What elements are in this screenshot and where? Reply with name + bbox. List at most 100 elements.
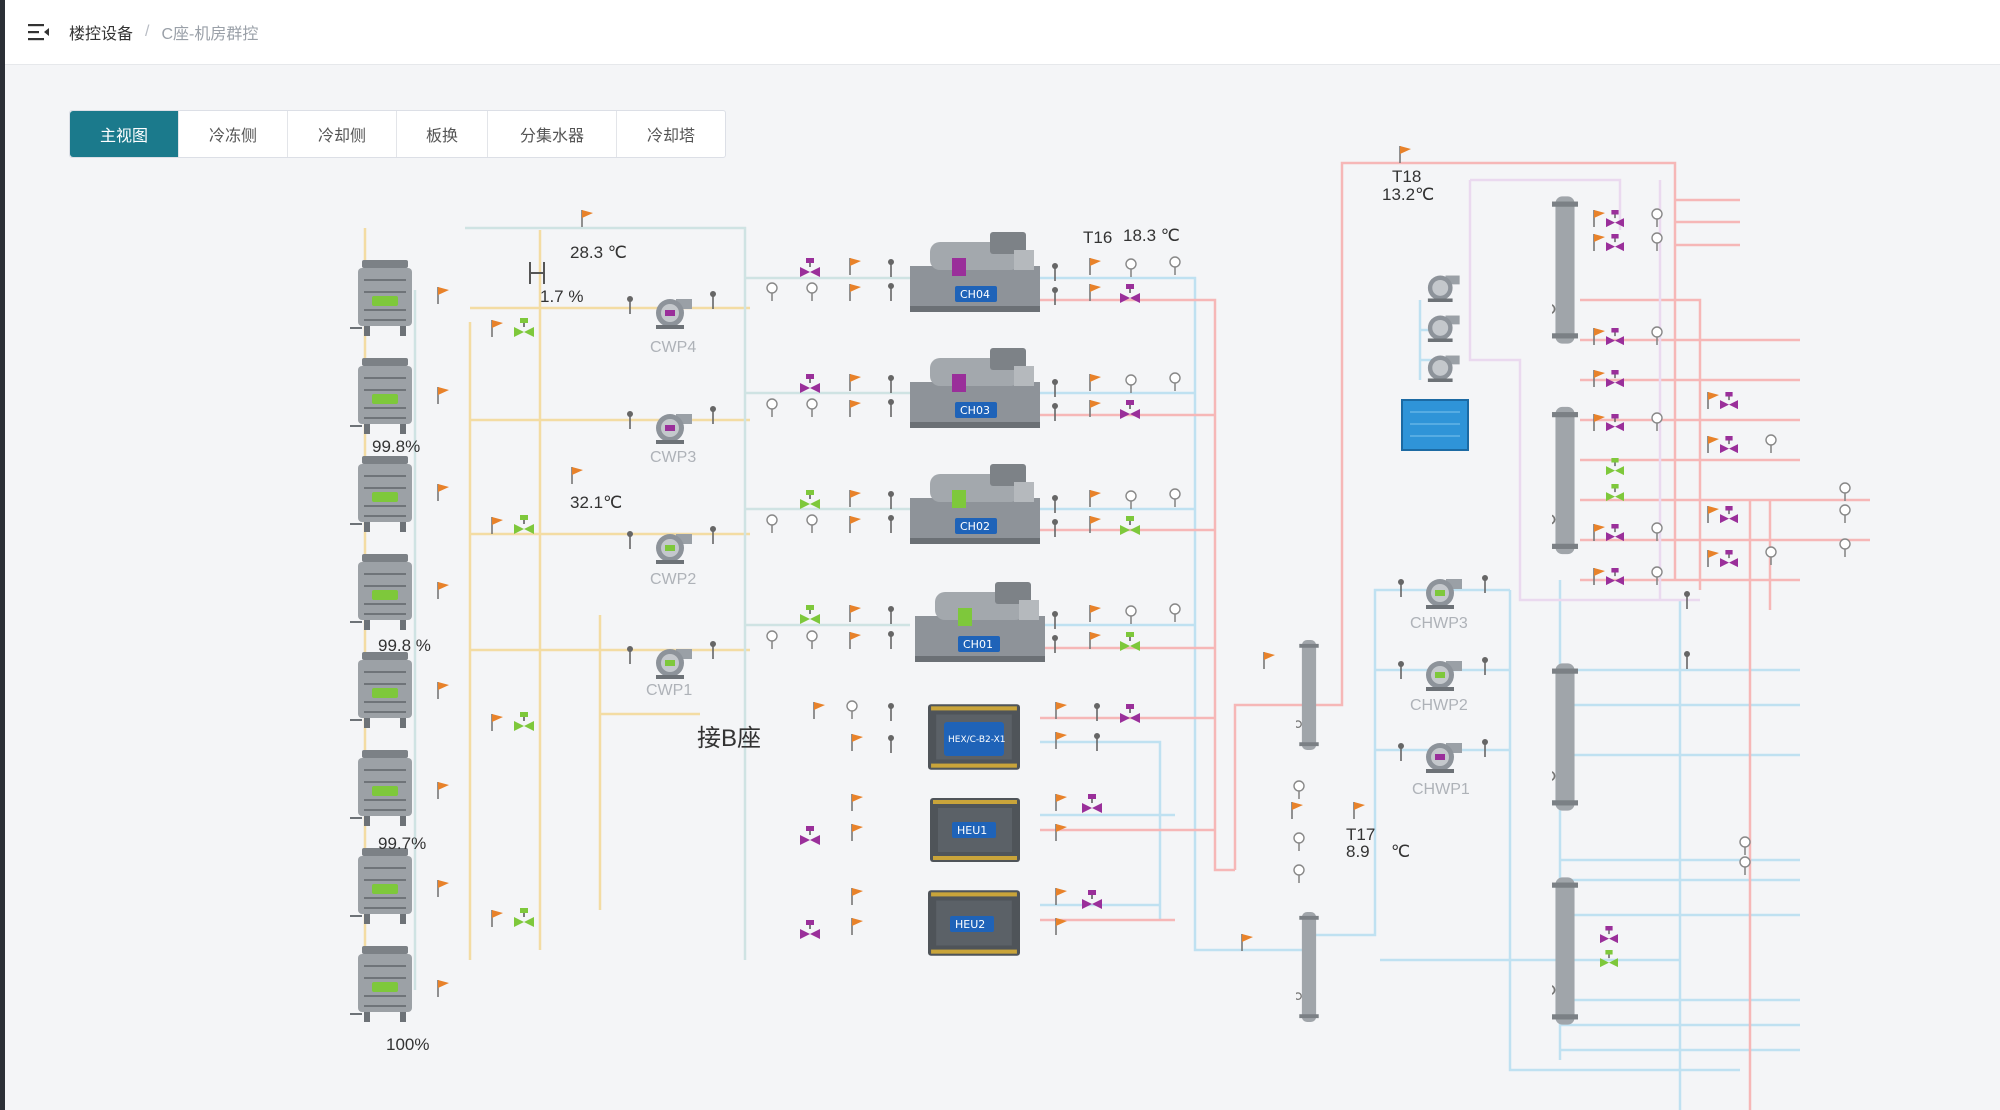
temp-sensor-icon[interactable] — [1263, 651, 1276, 670]
temp-sensor-icon[interactable] — [851, 793, 864, 812]
tower-valve-icon[interactable] — [513, 318, 535, 338]
pressure-gauge-icon[interactable] — [1169, 488, 1181, 508]
temp-sensor-icon[interactable] — [1089, 283, 1102, 302]
header-vessel-4[interactable] — [1546, 875, 1578, 1027]
temp-sensor-icon[interactable] — [491, 909, 504, 928]
temp-sensor-icon[interactable] — [1707, 391, 1720, 410]
branch-valve-icon[interactable] — [1605, 210, 1625, 228]
tower-valve-icon[interactable] — [513, 712, 535, 732]
temp-sensor-icon[interactable] — [491, 516, 504, 535]
temp-sensor-icon[interactable] — [849, 283, 862, 302]
temp-sensor-icon[interactable] — [849, 373, 862, 392]
pressure-gauge-icon[interactable] — [1293, 780, 1305, 800]
cooling-tower-3[interactable] — [350, 456, 413, 532]
makeup-pump-2[interactable] — [1427, 315, 1460, 342]
temp-sensor-icon[interactable] — [849, 399, 862, 418]
pressure-gauge-icon[interactable] — [1765, 434, 1777, 454]
pressure-gauge-icon[interactable] — [846, 700, 858, 720]
pressure-gauge-icon[interactable] — [1169, 256, 1181, 276]
cw-valve-icon[interactable] — [799, 258, 821, 278]
temp-sensor-icon[interactable] — [437, 483, 450, 502]
pressure-gauge-icon[interactable] — [1125, 490, 1137, 510]
temp-sensor-icon[interactable] — [851, 887, 864, 906]
pressure-gauge-icon[interactable] — [1293, 832, 1305, 852]
temp-sensor-icon[interactable] — [437, 681, 450, 700]
pressure-gauge-icon[interactable] — [1839, 504, 1851, 524]
temp-sensor-icon[interactable] — [1593, 327, 1606, 346]
temp-sensor-icon[interactable] — [849, 489, 862, 508]
tab-cooling-tower[interactable]: 冷却塔 — [646, 128, 695, 145]
temp-sensor-icon[interactable] — [437, 386, 450, 405]
pressure-gauge-icon[interactable] — [1293, 864, 1305, 884]
temp-sensor-icon[interactable] — [1707, 435, 1720, 454]
pressure-gauge-icon[interactable] — [1839, 538, 1851, 558]
pressure-gauge-icon[interactable] — [806, 514, 818, 534]
temp-sensor-icon[interactable] — [1593, 523, 1606, 542]
branch-valve-icon[interactable] — [1605, 234, 1625, 252]
temp-sensor-icon[interactable] — [437, 781, 450, 800]
cooling-tower-8[interactable] — [350, 946, 413, 1022]
cooling-tower-4[interactable] — [350, 554, 413, 630]
t18-sensor-icon[interactable] — [1399, 145, 1412, 164]
temp-sensor-icon[interactable] — [1089, 373, 1102, 392]
temp-sensor-icon[interactable] — [1593, 413, 1606, 432]
pressure-gauge-icon[interactable] — [1839, 482, 1851, 502]
pressure-gauge-icon[interactable] — [1125, 374, 1137, 394]
pressure-gauge-icon[interactable] — [1739, 836, 1751, 856]
temp-sensor-icon[interactable] — [1593, 369, 1606, 388]
cw-valve-icon[interactable] — [799, 374, 821, 394]
chw-valve-icon[interactable] — [1119, 516, 1141, 536]
hex-valve-icon[interactable] — [799, 826, 821, 846]
branch-valve-icon[interactable] — [1599, 926, 1619, 944]
temp-sensor-icon[interactable] — [813, 701, 826, 720]
tab-main-view[interactable]: 主视图 — [70, 111, 179, 157]
pressure-gauge-icon[interactable] — [806, 282, 818, 302]
temp-sensor-icon[interactable] — [851, 823, 864, 842]
tab-water-distributor[interactable]: 分集水器 — [488, 111, 617, 157]
temp-sensor-icon[interactable] — [1055, 701, 1068, 720]
branch-valve-icon[interactable] — [1719, 506, 1739, 524]
temp-sensor-icon[interactable] — [1055, 823, 1068, 842]
return-temp-sensor-icon[interactable] — [571, 466, 584, 485]
temp-sensor-icon[interactable] — [849, 631, 862, 650]
branch-valve-icon[interactable] — [1605, 484, 1625, 502]
makeup-pump-1[interactable] — [1427, 275, 1460, 302]
tower-valve-icon[interactable] — [513, 515, 535, 535]
hex-valve-icon[interactable] — [799, 920, 821, 940]
temp-sensor-icon[interactable] — [1707, 505, 1720, 524]
pressure-gauge-icon[interactable] — [766, 630, 778, 650]
branch-valve-icon[interactable] — [1605, 370, 1625, 388]
branch-valve-icon[interactable] — [1719, 436, 1739, 454]
pressure-gauge-icon[interactable] — [1169, 372, 1181, 392]
cw-valve-icon[interactable] — [799, 490, 821, 510]
makeup-pump-3[interactable] — [1427, 355, 1460, 382]
t17-sensor-icon[interactable] — [1353, 801, 1366, 820]
pressure-gauge-icon[interactable] — [766, 514, 778, 534]
cooling-tower-7[interactable] — [350, 848, 413, 924]
tab-plate-exchanger[interactable]: 板换 — [397, 111, 488, 157]
temp-sensor-icon[interactable] — [1055, 793, 1068, 812]
tab-chilled-side[interactable]: 冷冻侧 — [179, 111, 288, 157]
pressure-gauge-icon[interactable] — [766, 398, 778, 418]
distributor-vessel-upper[interactable] — [1295, 640, 1320, 750]
temp-sensor-icon[interactable] — [1089, 257, 1102, 276]
header-vessel-1[interactable] — [1546, 195, 1578, 345]
temp-sensor-icon[interactable] — [1241, 933, 1254, 952]
temp-sensor-icon[interactable] — [491, 713, 504, 732]
branch-valve-icon[interactable] — [1719, 392, 1739, 410]
pressure-gauge-icon[interactable] — [1765, 546, 1777, 566]
pressure-gauge-icon[interactable] — [806, 398, 818, 418]
temp-sensor-icon[interactable] — [849, 604, 862, 623]
cooling-tower-5[interactable] — [350, 652, 413, 728]
pressure-gauge-icon[interactable] — [1739, 856, 1751, 876]
temp-sensor-icon[interactable] — [1089, 489, 1102, 508]
temp-sensor-icon[interactable] — [1593, 209, 1606, 228]
tower-valve-icon[interactable] — [513, 908, 535, 928]
branch-valve-icon[interactable] — [1605, 568, 1625, 586]
temp-sensor-icon[interactable] — [1291, 801, 1304, 820]
header-vessel-3[interactable] — [1546, 662, 1578, 812]
hex-valve-icon[interactable] — [1119, 704, 1141, 724]
cooling-tower-6[interactable] — [350, 750, 413, 826]
temp-sensor-icon[interactable] — [437, 286, 450, 305]
bypass-valve-icon[interactable] — [529, 262, 545, 284]
